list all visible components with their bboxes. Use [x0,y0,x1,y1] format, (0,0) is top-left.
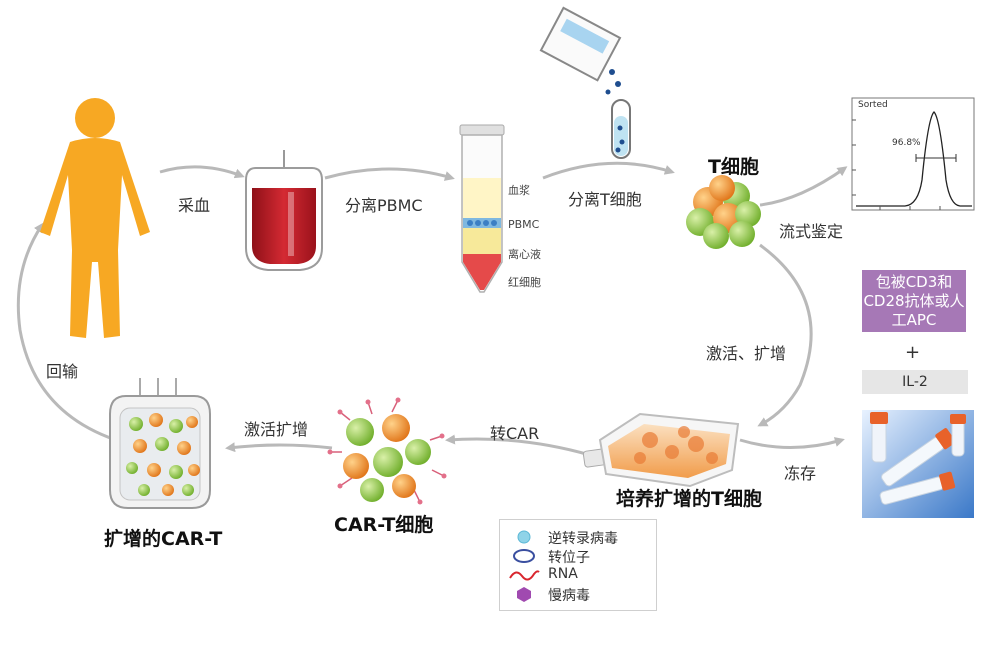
flow-cytometry-plot [851,97,975,211]
blood-bag-icon [245,150,323,271]
legend-label: 逆转录病毒 [548,531,618,547]
lentivirus-icon [517,587,531,602]
arrow-activate [757,243,813,427]
transposon-icon [513,549,535,563]
infusion-bag-icon [109,378,211,509]
arrow-pbmc [324,167,455,181]
rna-icon [509,570,540,581]
arrow-collect [159,165,245,179]
plus-sign: + [905,342,921,363]
vector-legend: 逆转录病毒 转位子 RNA 慢病毒 [499,519,657,611]
human-icon [40,98,150,338]
tube-layer-plasma: 血浆 [508,184,530,197]
cryo-vials-icon [862,410,974,518]
label-separate-t: 分离T细胞 [568,190,642,209]
flow-plot-label: Sorted [858,100,888,110]
label-activate-expand2: 激活扩增 [244,420,309,439]
legend-label: 转位子 [548,550,590,566]
pipette-tube-icon [539,6,631,159]
arrow-separate-t [542,161,675,180]
label-activate-expand: 激活、扩增 [706,344,787,363]
centrifuge-tube-icon [459,124,505,293]
activation-box: 包被CD3和CD28抗体或人工APC [862,270,966,332]
arrow-reinfuse [16,222,123,444]
car-t-cells-icon [327,397,447,505]
label-reinfuse: 回输 [46,362,79,381]
process-arrows [16,161,848,457]
legend-label: 慢病毒 [548,588,590,604]
label-cultured-t: 培养扩增的T细胞 [616,488,762,510]
label-freeze: 冻存 [784,464,817,483]
arrow-expand-car [225,442,333,453]
label-expanded-car-t: 扩增的CAR-T [104,528,223,550]
flow-plot-percent: 96.8% [892,138,921,148]
arrow-to-car [445,434,591,457]
tube-layer-rbc: 红细胞 [508,276,541,289]
culture-flask-icon [582,412,740,488]
il2-box: IL-2 [862,370,968,394]
tube-layer-pbmc: PBMC [508,218,540,231]
label-to-car: 转CAR [490,424,540,443]
arrow-freeze [739,437,845,449]
label-t-cell: T细胞 [708,156,759,178]
label-flow-check: 流式鉴定 [779,222,844,241]
arrow-flow [759,166,848,207]
tube-layer-medium: 离心液 [508,248,541,261]
label-collect-blood: 采血 [178,196,211,215]
t-cell-cluster-icon [686,175,761,249]
retrovirus-icon [517,530,531,544]
label-separate-pbmc: 分离PBMC [345,196,423,215]
legend-label: RNA [548,566,578,582]
label-car-t-cell: CAR-T细胞 [334,514,434,536]
